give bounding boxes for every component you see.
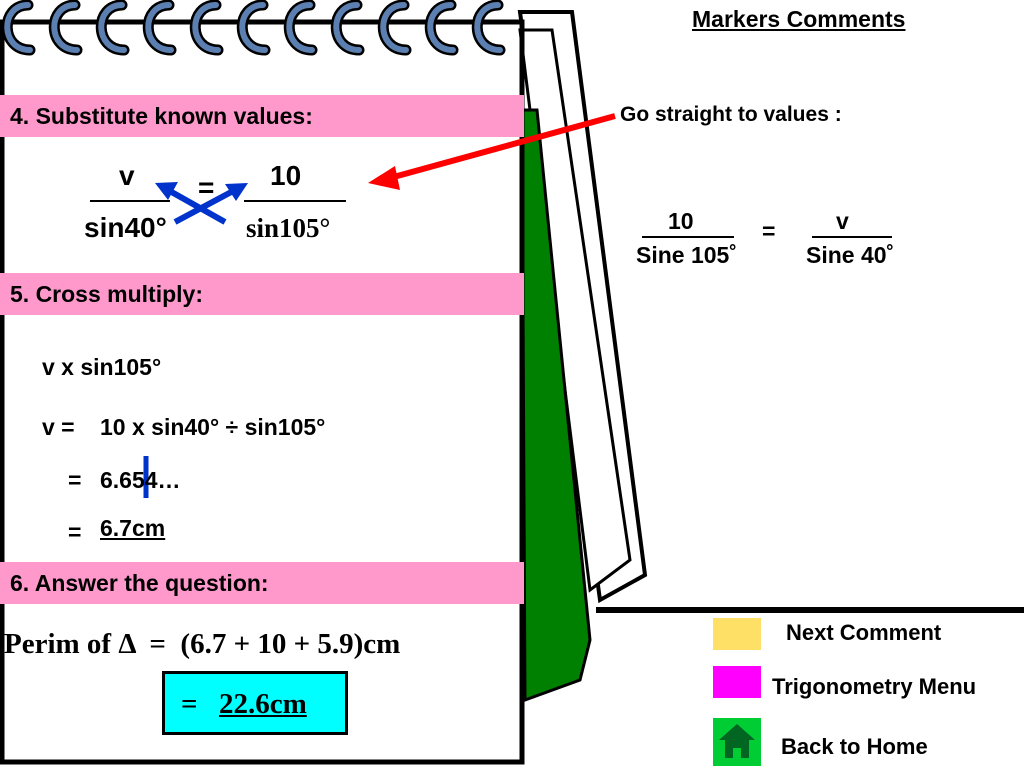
answer-box: = 22.6cm [162, 671, 348, 735]
work-line-4: 6.7cm [100, 515, 166, 541]
equation-left-fraction-bar [90, 200, 170, 202]
step-4-banner: 4. Substitute known values: [0, 95, 524, 137]
comment-denominator-2: Sine 40˚ [806, 242, 895, 268]
equation-left-denominator: sin40° [84, 212, 167, 243]
work-line-4-prefix: = [68, 519, 82, 545]
comment-denominator-1: Sine 105˚ [636, 242, 737, 268]
spiral-binding [1, 0, 506, 56]
work-line-2-prefix: v = [42, 414, 75, 440]
cross-multiply-arrows [166, 187, 237, 225]
equation-left-numerator: v [119, 160, 135, 191]
step-6-banner: 6. Answer the question: [0, 562, 524, 604]
comment-fraction-bar-2 [812, 236, 892, 238]
equation-right-fraction-bar [244, 200, 346, 202]
comment-equals: = [762, 218, 776, 244]
answer-prefix: = [181, 688, 198, 720]
next-comment-label[interactable]: Next Comment [786, 620, 942, 645]
work-line-1: v x sin105° [42, 354, 162, 380]
work-line-2: 10 x sin40° ÷ sin105° [100, 414, 326, 440]
back-home-button[interactable] [713, 718, 761, 766]
perimeter-expression: Perim of Δ = (6.7 + 10 + 5.9)cm [4, 628, 401, 660]
equation-equals: = [198, 172, 215, 203]
trigonometry-menu-label[interactable]: Trigonometry Menu [772, 674, 977, 699]
comment-numerator-1: 10 [668, 208, 694, 234]
step-5-banner: 5. Cross multiply: [0, 273, 524, 315]
notebook-front-page [0, 19, 525, 765]
back-home-label[interactable]: Back to Home [781, 734, 928, 759]
comment-numerator-2: v [836, 208, 849, 234]
equation-right-denominator: sin105° [246, 213, 331, 243]
work-line-3-prefix: = [68, 467, 82, 493]
comment-text: Go straight to values : [620, 103, 842, 126]
red-arrow [389, 113, 616, 181]
comment-fraction-bar-1 [642, 236, 734, 238]
equation-right-numerator: 10 [270, 160, 302, 191]
trigonometry-menu-button[interactable] [713, 666, 761, 698]
page-title: Markers Comments [692, 6, 906, 32]
answer-result: 22.6cm [219, 688, 307, 720]
house-icon [719, 724, 755, 758]
work-line-3: 6.654… [100, 467, 181, 493]
next-comment-button[interactable] [713, 618, 761, 650]
